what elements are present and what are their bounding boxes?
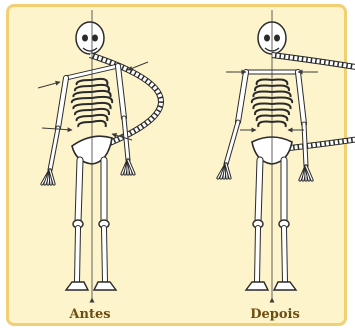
rib-right: [272, 104, 291, 109]
rib-left: [255, 86, 272, 91]
femur-left: [78, 160, 80, 222]
arrow-shoulder-right-before: [128, 62, 148, 70]
spine: [272, 55, 355, 150]
femur-left: [258, 160, 260, 222]
rib-left: [77, 116, 92, 121]
rib-left: [258, 122, 272, 127]
rib-right: [272, 110, 289, 115]
rib-left: [73, 92, 92, 97]
tibia-left: [257, 228, 258, 282]
foot-left: [66, 282, 88, 290]
skeleton-after: [218, 22, 355, 290]
tibia-right: [284, 228, 285, 282]
rib-left: [72, 98, 92, 103]
skull: [76, 22, 104, 54]
eye-socket-right: [274, 35, 280, 42]
caption-before: Antes: [50, 307, 130, 322]
rib-right: [272, 122, 286, 127]
rib-right: [92, 121, 106, 127]
rib-left: [253, 92, 272, 97]
eye-socket-left: [82, 35, 88, 42]
tibia-left: [77, 228, 78, 282]
eye-socket-left: [264, 35, 270, 42]
rib-left: [78, 122, 92, 127]
forearm-left: [226, 122, 238, 164]
rib-left: [255, 110, 272, 115]
rib-right: [272, 80, 287, 85]
rib-left: [75, 86, 92, 91]
rib-right: [272, 98, 292, 103]
eye-socket-right: [92, 35, 98, 42]
rib-left: [257, 116, 272, 121]
rib-left: [75, 110, 92, 115]
tibia-right: [104, 228, 105, 282]
foot-right: [274, 282, 296, 290]
rib-left: [73, 104, 92, 109]
arrow-shoulder-left-before: [38, 82, 60, 88]
rib-left: [253, 104, 272, 109]
forearm-right: [304, 124, 306, 166]
rib-left: [257, 80, 272, 85]
rib-right: [272, 86, 289, 91]
rib-right: [272, 92, 291, 97]
rib-left: [252, 98, 272, 103]
caption-after: Depois: [235, 307, 315, 322]
foot-left: [246, 282, 268, 290]
rib-left: [77, 80, 92, 85]
rib-right: [272, 116, 287, 121]
foot-right: [94, 282, 116, 290]
skeleton-before: [42, 22, 161, 290]
spine-outline: [272, 55, 355, 150]
forearm-left: [50, 128, 58, 170]
